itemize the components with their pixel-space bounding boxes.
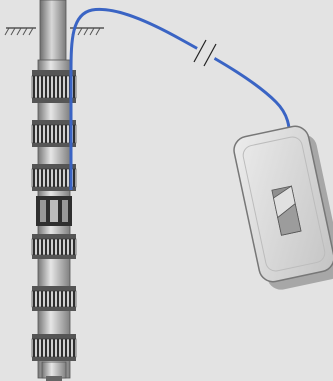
power-cable — [69, 7, 292, 146]
cable-break-symbol — [193, 39, 219, 67]
riser-pipe — [39, 0, 67, 63]
motor-coupling — [36, 196, 72, 226]
submersible-pump-icon — [31, 59, 77, 381]
wall-switch-icon — [233, 125, 333, 290]
pump-stage-bands — [31, 70, 77, 361]
switch-rocker — [271, 185, 302, 236]
